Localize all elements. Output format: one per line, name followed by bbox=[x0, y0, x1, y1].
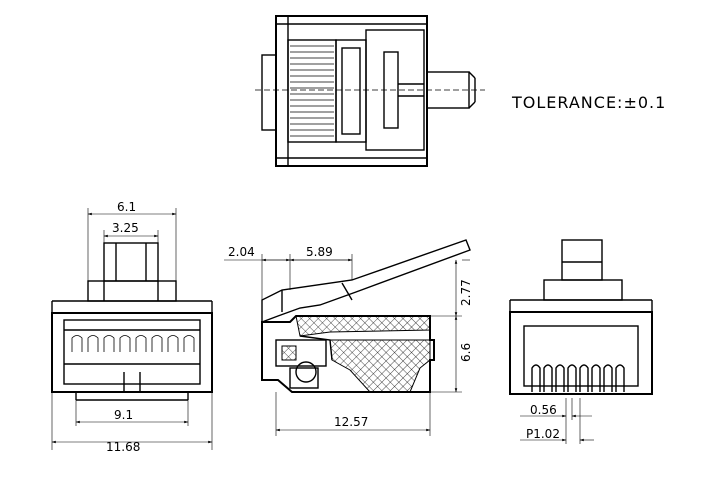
dim-latch-height: 2.77 bbox=[459, 279, 473, 306]
front-contact bbox=[167, 335, 179, 352]
rear-pins bbox=[531, 364, 625, 392]
dim-body-height: 6.6 bbox=[459, 343, 473, 362]
rear-pin bbox=[603, 364, 613, 392]
rear-pin bbox=[531, 364, 541, 392]
dim-body-length: 12.57 bbox=[334, 415, 368, 429]
front-contact bbox=[151, 335, 163, 352]
front-view: 6.1 3.25 9.1 11.68 bbox=[51, 200, 213, 454]
rear-pin bbox=[591, 364, 601, 392]
rear-pin bbox=[567, 364, 577, 392]
rear-pin bbox=[615, 364, 625, 392]
tolerance-note: TOLERANCE:±0.1 bbox=[511, 93, 666, 112]
rear-pin bbox=[543, 364, 553, 392]
dim-pin-width: 0.56 bbox=[530, 403, 557, 417]
front-contact bbox=[183, 335, 195, 352]
top-view: TOLERANCE:±0.1 bbox=[255, 15, 666, 167]
dim-pin-pitch: P1.02 bbox=[526, 427, 560, 441]
dim-overall-width: 11.68 bbox=[106, 440, 140, 454]
rear-pin bbox=[555, 364, 565, 392]
rear-pin bbox=[579, 364, 589, 392]
front-contacts bbox=[71, 335, 195, 352]
front-contact bbox=[103, 335, 115, 352]
front-contact bbox=[119, 335, 131, 352]
dim-latch-offset: 2.04 bbox=[228, 245, 255, 259]
dim-top-outer: 6.1 bbox=[117, 200, 136, 214]
side-view: 2.04 5.89 2.77 6.6 12.57 bbox=[224, 239, 473, 436]
front-contact bbox=[135, 335, 147, 352]
front-contact bbox=[71, 335, 83, 352]
front-contact bbox=[87, 335, 99, 352]
dim-top-inner: 3.25 bbox=[112, 221, 139, 235]
dim-pin-span: 9.1 bbox=[114, 408, 133, 422]
contact-ribs bbox=[290, 45, 334, 137]
rear-view: 0.56 P1.02 bbox=[509, 239, 653, 444]
dim-latch-length: 5.89 bbox=[306, 245, 333, 259]
